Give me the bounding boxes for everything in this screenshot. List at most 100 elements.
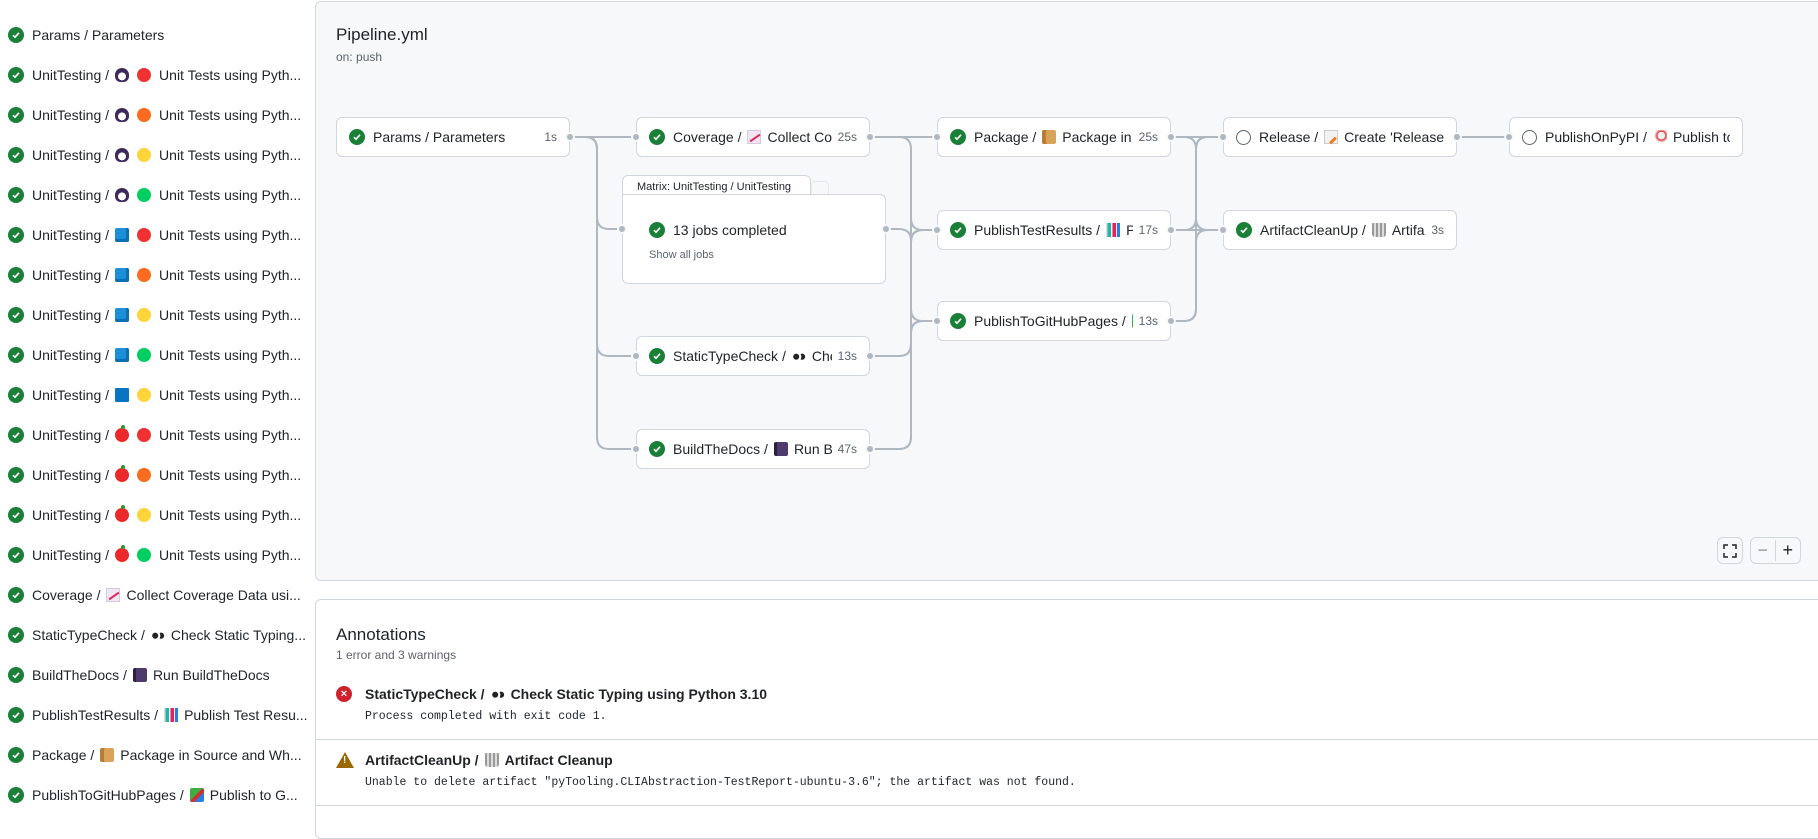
annotation-title-link[interactable]: × StaticTypeCheck / Check Static Typing … bbox=[336, 686, 767, 702]
job-title: Params / Parameters bbox=[373, 129, 538, 145]
zoom-out-button[interactable]: − bbox=[1751, 540, 1776, 561]
job-title: PublishToGitHubPages /... bbox=[974, 313, 1133, 329]
job-node-ptr[interactable]: PublishTestResults /Pu...17s bbox=[937, 210, 1171, 250]
success-check-icon bbox=[8, 547, 24, 563]
notebook-icon bbox=[132, 668, 147, 682]
error-x-icon: × bbox=[336, 686, 352, 702]
sidebar-job-item[interactable]: UnitTesting /Unit Tests using Pyth... bbox=[8, 543, 301, 567]
sidebar-job-item[interactable]: UnitTesting /Unit Tests using Pyth... bbox=[8, 463, 301, 487]
fullscreen-button[interactable] bbox=[1717, 537, 1743, 564]
job-node-release[interactable]: Release /Create 'Release P... bbox=[1223, 117, 1457, 157]
python-version-dot-icon bbox=[137, 68, 152, 82]
connector-dot bbox=[1504, 132, 1514, 142]
sidebar-job-item[interactable]: BuildTheDocs /Run BuildTheDocs bbox=[8, 663, 270, 687]
success-check-icon bbox=[8, 227, 24, 243]
job-duration: 1s bbox=[544, 130, 557, 144]
job-name: UnitTesting / bbox=[32, 67, 110, 83]
job-name: UnitTesting / bbox=[32, 267, 110, 283]
matrix-summary-text: 13 jobs completed bbox=[673, 222, 787, 238]
job-node-ghpages[interactable]: PublishToGitHubPages /... 13s bbox=[937, 301, 1171, 341]
workflow-title: Pipeline.yml bbox=[336, 25, 428, 44]
zoom-controls: − + bbox=[1750, 537, 1801, 564]
step-name: Unit Tests using Pyth... bbox=[159, 427, 302, 443]
sidebar-job-item[interactable]: Params / Parameters bbox=[8, 23, 164, 47]
job-title: BuildTheDocs /Run Buil... bbox=[673, 441, 832, 457]
job-duration: 13s bbox=[1138, 314, 1158, 328]
connector-dot bbox=[631, 351, 641, 361]
job-node-docs[interactable]: BuildTheDocs /Run Buil...47s bbox=[636, 429, 870, 469]
zoom-in-button[interactable]: + bbox=[1782, 540, 1794, 560]
sidebar-job-item[interactable]: StaticTypeCheck /Check Static Typing... bbox=[8, 623, 306, 647]
pending-circle-icon bbox=[1522, 129, 1537, 145]
annotation-job: ArtifactCleanUp / bbox=[365, 752, 479, 768]
success-check-icon bbox=[8, 147, 24, 163]
success-check-icon bbox=[8, 27, 24, 43]
matrix-stack-tab bbox=[811, 181, 829, 195]
workflow-trigger: on: push bbox=[336, 50, 383, 64]
sidebar-job-item[interactable]: PublishTestResults /Publish Test Resu... bbox=[8, 703, 308, 727]
connector-dot bbox=[865, 351, 875, 361]
job-node-artifact[interactable]: ArtifactCleanUp /Artifac...3s bbox=[1223, 210, 1457, 250]
sidebar-job-item[interactable]: UnitTesting /Unit Tests using Pyth... bbox=[8, 63, 301, 87]
linux-icon bbox=[115, 108, 130, 122]
success-check-icon bbox=[649, 348, 665, 364]
connector-dot bbox=[617, 224, 627, 234]
job-node-params[interactable]: Params / Parameters 1s bbox=[336, 117, 570, 157]
job-node-package[interactable]: Package /Package in So... 25s bbox=[937, 117, 1171, 157]
job-title: ArtifactCleanUp /Artifac... bbox=[1260, 222, 1425, 238]
sidebar-job-item[interactable]: UnitTesting /Unit Tests using Pyth... bbox=[8, 143, 301, 167]
job-node-coverage[interactable]: Coverage /Collect Cove... 25s bbox=[636, 117, 870, 157]
connector-dot bbox=[631, 132, 641, 142]
job-name: PublishOnPyPI / bbox=[1545, 129, 1647, 145]
connector-dot bbox=[865, 132, 875, 142]
sidebar-job-item[interactable]: PublishToGitHubPages /Publish to G... bbox=[8, 783, 298, 807]
step-name: Collect Cove... bbox=[767, 129, 832, 145]
connector-dot bbox=[565, 132, 575, 142]
job-duration: 25s bbox=[837, 130, 857, 144]
job-title: Release /Create 'Release P... bbox=[1259, 129, 1444, 145]
show-all-jobs-link[interactable]: Show all jobs bbox=[649, 249, 714, 261]
coverage-icon bbox=[747, 130, 762, 144]
sidebar-job-item[interactable]: UnitTesting /Unit Tests using Pyth... bbox=[8, 383, 301, 407]
job-name: StaticTypeCheck / bbox=[32, 627, 145, 643]
python-version-dot-icon bbox=[137, 508, 152, 522]
job-duration: 25s bbox=[1138, 130, 1158, 144]
annotation-error: × StaticTypeCheck / Check Static Typing … bbox=[316, 674, 1818, 740]
step-name: Run Buil... bbox=[793, 441, 832, 457]
job-name: Package / bbox=[32, 747, 95, 763]
sidebar-job-item[interactable]: UnitTesting /Unit Tests using Pyth... bbox=[8, 183, 301, 207]
step-name: Unit Tests using Pyth... bbox=[159, 547, 302, 563]
matrix-group-unittesting[interactable]: 13 jobs completed Show all jobs bbox=[622, 194, 886, 284]
job-name: Package / bbox=[974, 129, 1037, 145]
step-name: Unit Tests using Pyth... bbox=[159, 147, 302, 163]
sidebar-job-item[interactable]: UnitTesting /Unit Tests using Pyth... bbox=[8, 263, 301, 287]
annotation-title-link[interactable]: ArtifactCleanUp / Artifact Cleanup bbox=[336, 752, 613, 768]
sidebar-job-item[interactable]: UnitTesting /Unit Tests using Pyth... bbox=[8, 223, 301, 247]
job-title: Coverage /Collect Cove... bbox=[673, 129, 832, 145]
step-name: Unit Tests using Pyth... bbox=[159, 307, 302, 323]
connector-dot bbox=[932, 225, 942, 235]
annotation-job: StaticTypeCheck / bbox=[365, 686, 485, 702]
job-name: PublishTestResults / bbox=[32, 707, 159, 723]
job-name: UnitTesting / bbox=[32, 507, 110, 523]
sidebar-job-item[interactable]: Package /Package in Source and Wh... bbox=[8, 743, 302, 767]
apple-icon bbox=[115, 505, 130, 522]
job-node-pypi[interactable]: PublishOnPyPI /Publish to ... bbox=[1509, 117, 1743, 157]
connector-dot bbox=[1166, 225, 1176, 235]
sidebar-job-item[interactable]: UnitTesting /Unit Tests using Pyth... bbox=[8, 103, 301, 127]
job-name: UnitTesting / bbox=[32, 427, 110, 443]
success-check-icon bbox=[8, 787, 24, 803]
sidebar-job-item[interactable]: UnitTesting / Unit Tests using Pyth... bbox=[8, 303, 301, 327]
sidebar-job-item[interactable]: UnitTesting / Unit Tests using Pyth... bbox=[8, 423, 301, 447]
sidebar-job-item[interactable]: Coverage /Collect Coverage Data usi... bbox=[8, 583, 301, 607]
python-version-dot-icon bbox=[137, 188, 152, 202]
linux-icon bbox=[115, 148, 130, 162]
job-node-static[interactable]: StaticTypeCheck /Chec...13s bbox=[636, 336, 870, 376]
success-check-icon bbox=[8, 587, 24, 603]
sidebar-job-item[interactable]: UnitTesting /Unit Tests using Pyth... bbox=[8, 503, 301, 527]
linux-icon bbox=[115, 68, 130, 82]
success-check-icon bbox=[950, 313, 966, 329]
sidebar-job-item[interactable]: UnitTesting /Unit Tests using Pyth... bbox=[8, 343, 301, 367]
job-name: UnitTesting / bbox=[32, 307, 110, 323]
job-title: Package /Package in So... bbox=[974, 129, 1133, 145]
